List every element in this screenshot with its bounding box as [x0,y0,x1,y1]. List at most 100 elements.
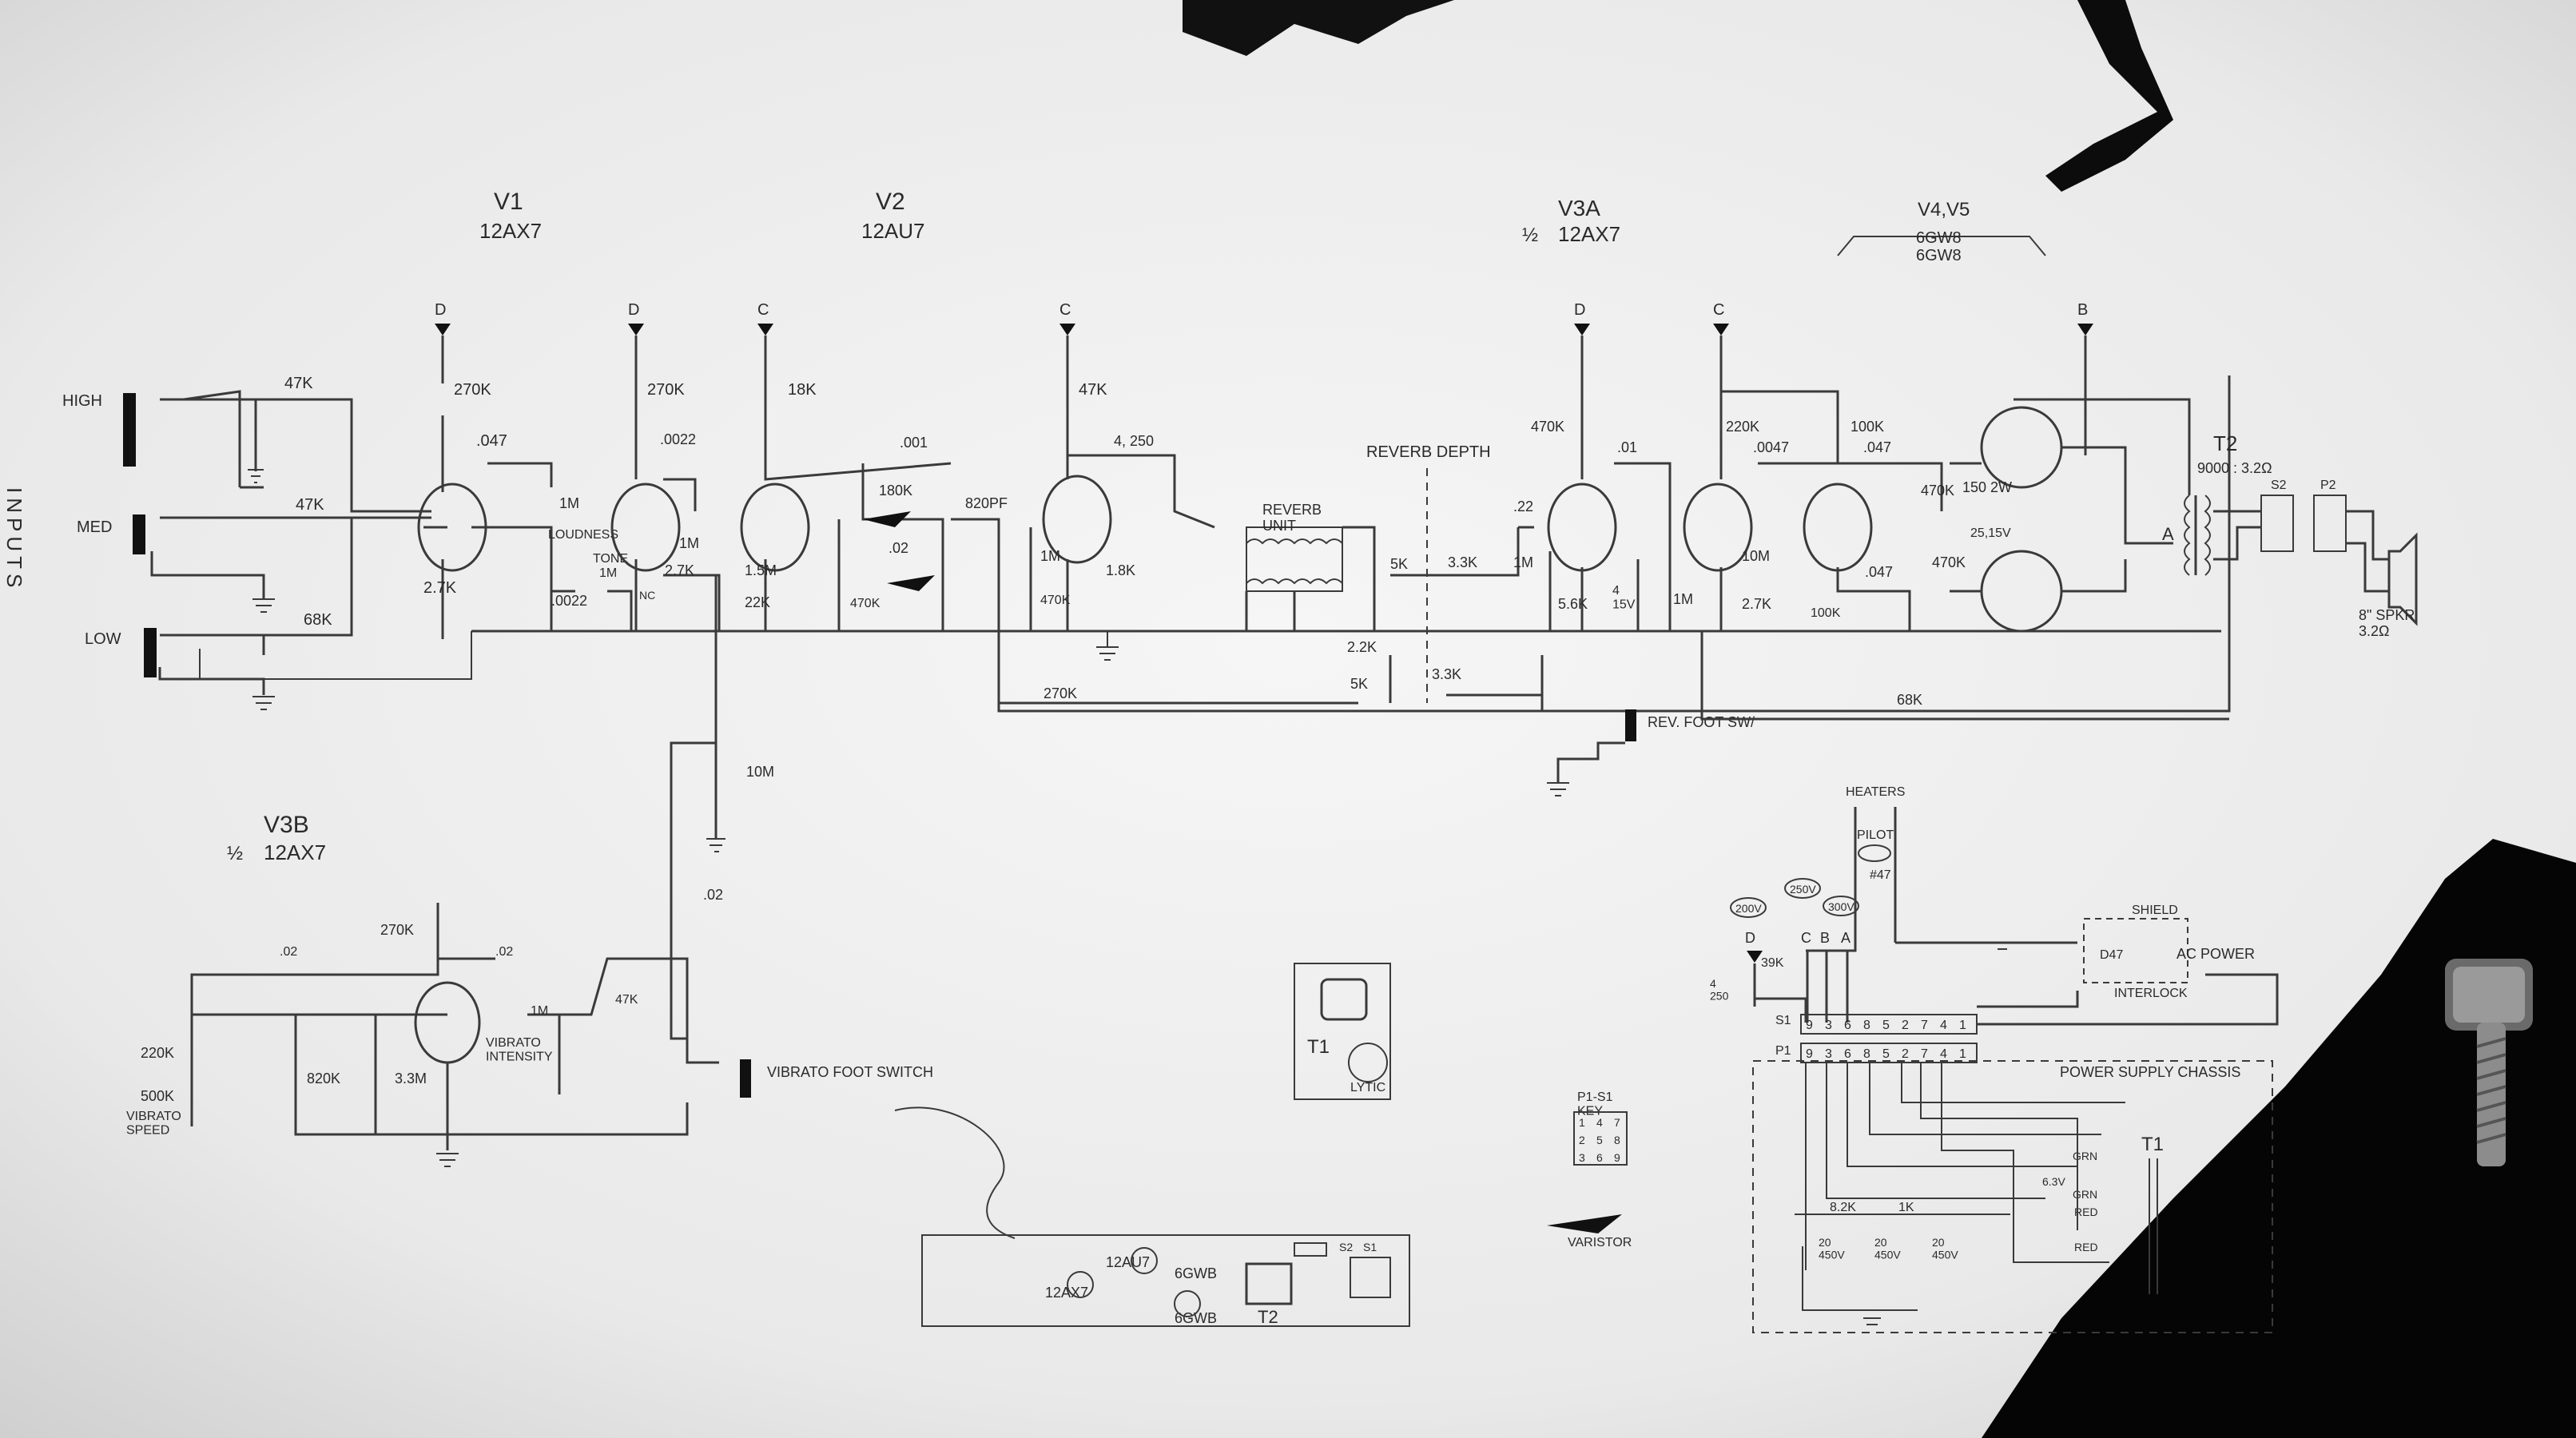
c22-v3a: .22 [1513,499,1533,514]
r820k-v3b: 820K [307,1071,340,1086]
ps-c-node: C [1801,930,1811,946]
input-jacks: HIGH MED LOW [62,390,472,710]
vibrato-foot-switch-jack [740,1059,751,1098]
output-tubes: B 150 2W 25,15V 68K [1700,301,2229,721]
c02-vibrato: .02 [703,887,723,903]
v1-d-node: D [435,301,446,319]
v3b-type: 12AX7 [264,840,326,864]
r470k-pi-b: 470K [1932,554,1966,570]
d47-label: D47 [2100,948,2123,962]
v1-stage: D 270K 2.7K .047 [417,301,553,639]
c820pf-v2: 820PF [965,495,1008,511]
r1m-loudness: 1M [559,495,579,511]
r2_2k-reverb: 2.2K [1347,639,1377,655]
p1-label: P1 [1775,1044,1791,1058]
v3a-name: V3A [1558,196,1600,220]
power-supply: HEATERS PILOT #47 200V 250V 300V D C B A… [1710,785,2279,1333]
s2-label: S2 [2271,479,2287,492]
r22k-v2: 22K [745,594,770,610]
key-cell-6: 3 [1579,1151,1585,1164]
r270k-feedback: 270K [1044,685,1077,701]
r1_8k-v2b: 1.8K [1106,562,1135,578]
r220k-pi: 220K [1726,419,1759,435]
tone-nc: NC [639,589,655,602]
c001-v2: .001 [900,435,928,451]
r3_3m-v3b: 3.3M [395,1071,427,1086]
chassis-s2-label: S2 [1339,1241,1353,1253]
ps-b-node: B [1820,930,1830,946]
chassis-label: POWER SUPPLY CHASSIS [2060,1064,2240,1080]
varistor-label: VARISTOR [1568,1236,1632,1249]
output-b-node: B [2077,301,2088,319]
t1-tap-2: GRN [2073,1188,2097,1201]
p1-pin-1: 3 [1825,1047,1832,1061]
s1-pin-4: 5 [1882,1019,1890,1032]
c047-v1: .047 [476,432,507,450]
p1-pin-6: 7 [1921,1047,1928,1061]
s1-pin-8: 1 [1959,1019,1966,1032]
lytic-label: LYTIC [1350,1081,1385,1094]
v2b-c-node: C [1059,301,1071,319]
r39k-ps: 39K [1761,956,1784,970]
s1-pins: 9 3 6 8 5 2 7 4 1 [1806,1019,1966,1032]
v1-name: V1 [494,189,523,215]
c02-v3b-b: .02 [495,945,513,959]
r47k-med: 47K [296,496,324,514]
torn-top-edge [1183,0,1454,56]
chassis-tube-6gwb-b: 6GWB [1175,1310,1217,1326]
v1b-stage: D 270K .0022 1M 2.7K [610,301,721,631]
v2-stage: C 18K .001 180K .02 470K 1.5M 22K 820PF [740,301,1008,631]
t2-label: T2 [2213,431,2237,455]
shield-label: SHIELD [2132,904,2178,917]
input-high-label: HIGH [62,392,102,410]
v2-c-node: C [757,301,769,319]
t1-tap-0: 6.3V [2042,1175,2065,1188]
key-cell-2: 7 [1614,1116,1620,1129]
s1-pin-2: 6 [1844,1019,1851,1032]
p1-s1-key-grid: 1 4 7 2 5 8 3 6 9 [1573,1111,1628,1166]
c0022-tone: .0022 [551,593,587,609]
c25_15v: 25,15V [1970,526,2011,540]
r150_2w: 150 2W [1962,479,2012,495]
volt-b: 300V [1828,900,1854,913]
p1-pin-3: 8 [1863,1047,1870,1061]
r18k-v2: 18K [788,381,817,399]
loudness-label: LOUDNESS [548,528,618,542]
r1m-vibrato: 1M [531,1004,548,1018]
pilot-no: #47 [1870,868,1891,882]
r1m-v2b: 1M [1040,548,1060,564]
r220k-v3b: 220K [141,1045,174,1061]
r100k-pi: 100K [1851,419,1884,435]
vibrato-foot-label: VIBRATO FOOT SWITCH [767,1064,933,1080]
r5k-reverb: 5K [1390,556,1408,572]
ground-symbols [1096,631,1119,661]
chassis-s1-label: S1 [1363,1241,1377,1253]
v3b-half: ½ [227,843,243,864]
chassis-tube-12au7: 12AU7 [1106,1254,1150,1270]
s1-label: S1 [1775,1014,1791,1027]
r1m-v3a-b: 1M [1673,591,1693,607]
volt-d: 200V [1735,902,1762,915]
tone-value: 1M [599,566,617,580]
r1_5m-v2: 1.5M [745,562,777,578]
c01-v3a: .01 [1617,439,1637,455]
v1-type: 12AX7 [479,219,542,243]
r47k-vibrato: 47K [615,993,638,1007]
r270k-v1b: 270K [647,381,685,399]
v3a-type: 12AX7 [1558,222,1620,246]
varistor-symbol [1547,1214,1622,1233]
c4_250-v2b: 4, 250 [1114,433,1154,449]
s1-pin-1: 3 [1825,1019,1832,1032]
interlock-label: INTERLOCK [2114,987,2188,1000]
r1m-v1b: 1M [679,535,699,551]
c02-v3b-a: .02 [280,945,297,959]
r5k-reverb-b: 5K [1350,676,1368,692]
r68k-feedback: 68K [1897,692,1922,708]
output-a-label: A [2162,524,2174,544]
